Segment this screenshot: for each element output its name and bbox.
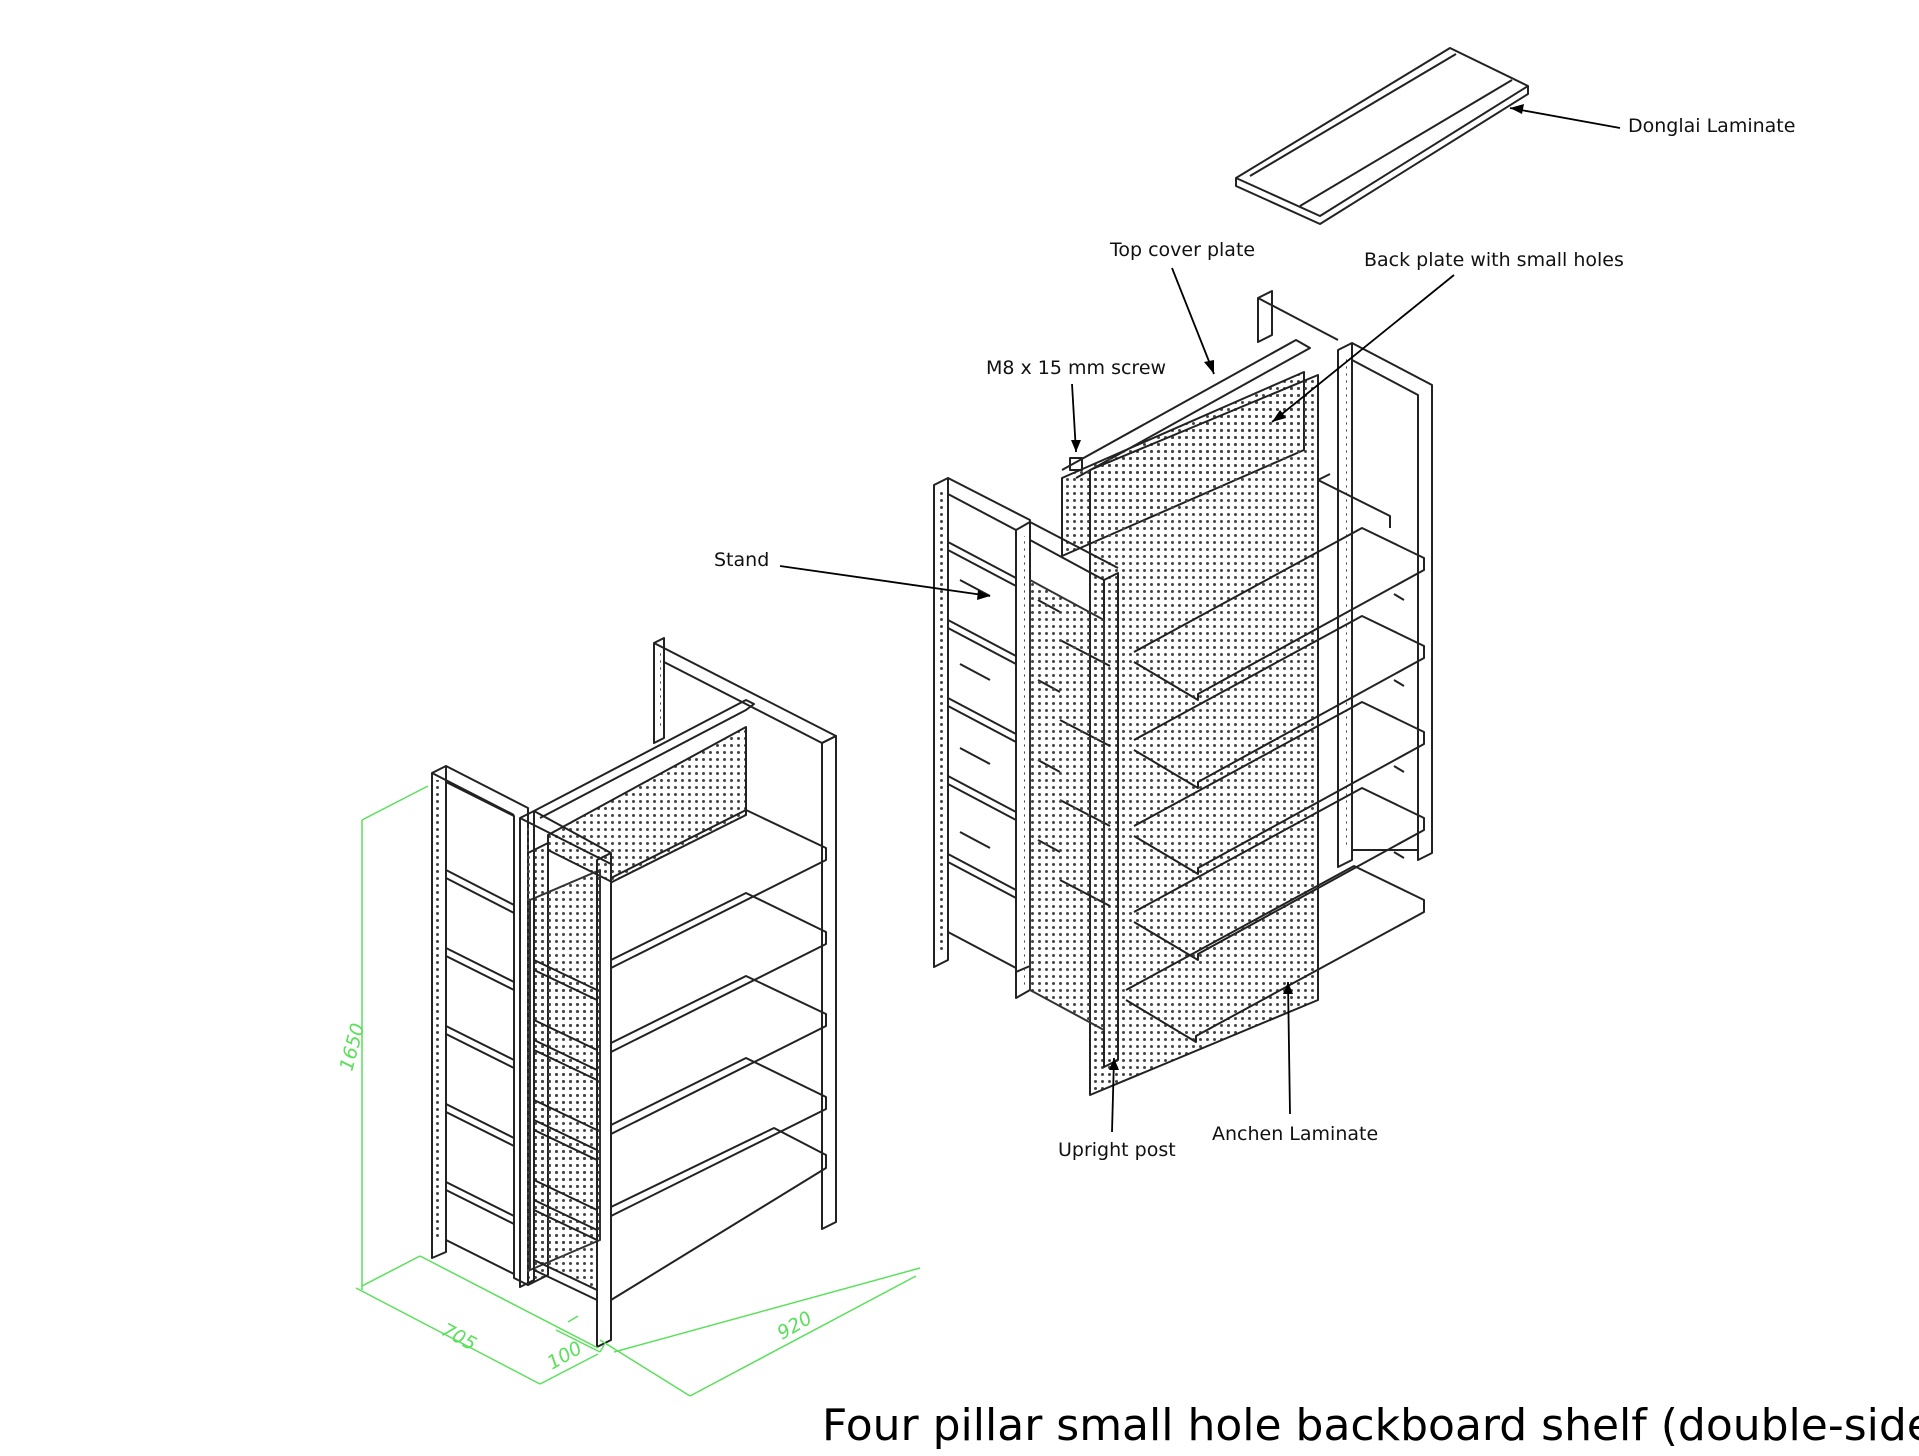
anchen-laminate-shelves [1125, 527, 1425, 1043]
height-dimension: 1650 [336, 1021, 370, 1073]
front-middle-post [519, 810, 535, 1288]
back-plate-leader [1271, 274, 1455, 423]
stand-label: Stand [714, 549, 769, 571]
top-cover-leader [1171, 267, 1215, 375]
donglai-laminate-label: Donglai Laminate [1628, 115, 1795, 137]
top-cover-plate-part [1061, 339, 1311, 479]
back-left-post [653, 637, 665, 744]
donglai-laminate-part [1235, 47, 1529, 217]
screw-label: M8 x 15 mm screw [986, 357, 1166, 379]
assembled-shelves [610, 809, 827, 1301]
gap-dimension: 100 [544, 1337, 586, 1374]
front-top-rail [519, 810, 612, 865]
stand-leader [779, 565, 991, 597]
inner-bay-panels [533, 959, 598, 1291]
leader-arrowheads [977, 104, 1524, 1070]
dimension-lines [355, 785, 921, 1397]
donglai-leader [1509, 107, 1621, 129]
top-cover-plate-label: Top cover plate [1109, 239, 1255, 261]
anchen-laminate-label: Anchen Laminate [1212, 1123, 1378, 1145]
bottom-anchen-laminate [1125, 865, 1425, 1043]
diagram-title: Four pillar small hole backboard shelf (… [822, 1400, 1919, 1451]
upright-post-label: Upright post [1058, 1139, 1176, 1161]
assembled-shelf [431, 637, 837, 1348]
width-dim-line [689, 1275, 917, 1397]
exploded-shelf [933, 47, 1529, 1096]
front-left-post [431, 765, 447, 1259]
back-plate-label: Back plate with small holes [1364, 249, 1624, 271]
width-dimension: 920 [774, 1307, 816, 1344]
anchen-leader [1287, 981, 1291, 1115]
upright-leader [1111, 1057, 1115, 1133]
far-right-post [1257, 290, 1273, 343]
leader-lines [779, 107, 1621, 1133]
left-end-frame [933, 477, 949, 968]
